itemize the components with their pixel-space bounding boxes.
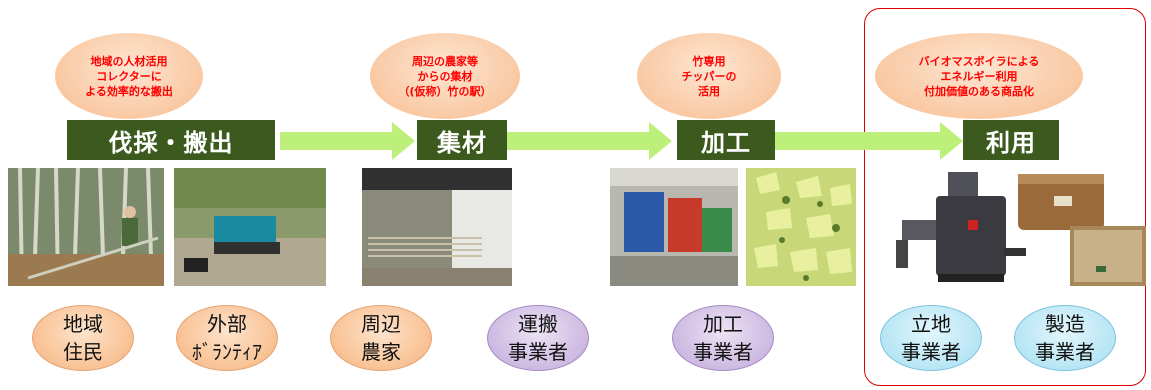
bubble-harvest-text: 地域の人材活用 コレクターに よる効率的な搬出 <box>85 54 173 98</box>
bubble-collect-text: 周辺の農家等 からの集材 （(仮称）竹の駅） <box>398 54 492 98</box>
bubble-process-note: 竹専用 チッパーの 活用 <box>637 33 781 119</box>
actor-site-operators: 立地 事業者 <box>880 305 982 371</box>
bubble-harvest-note: 地域の人材活用 コレクターに よる効率的な搬出 <box>55 33 203 119</box>
arrow-harvest-to-collect <box>280 122 415 160</box>
stage-use: 利用 <box>963 120 1059 160</box>
product-powder-photo <box>1070 226 1146 286</box>
actor-transport-operators: 運搬 事業者 <box>487 305 589 371</box>
actor-manufacturers: 製造 事業者 <box>1014 305 1116 371</box>
crawler-carrier-photo <box>174 168 326 286</box>
bubble-process-text: 竹専用 チッパーの 活用 <box>681 54 737 98</box>
arrow-collect-to-process <box>507 122 672 160</box>
chipper-machine-photo <box>610 168 738 286</box>
bamboo-chips-photo <box>746 168 856 286</box>
use-section-frame <box>864 8 1146 386</box>
actor-processing-operators: 加工 事業者 <box>672 305 774 371</box>
arrow-process-to-use <box>775 122 963 160</box>
actor-local-residents: 地域 住民 <box>32 305 134 371</box>
bubble-use-text: バイオマスボイラによる エネルギー利用 付加価値のある商品化 <box>918 54 1040 98</box>
stage-collect: 集材 <box>417 120 507 160</box>
biomass-boiler-photo <box>892 170 1028 288</box>
bamboo-collection-site-photo <box>362 168 512 286</box>
bubble-collect-note: 周辺の農家等 からの集材 （(仮称）竹の駅） <box>370 33 520 119</box>
actor-outside-volunteers: 外部 ﾎﾞﾗﾝﾃｨｱ <box>176 305 278 371</box>
stage-process: 加工 <box>677 120 775 160</box>
bamboo-forest-worker-photo <box>8 168 164 286</box>
product-bag-photo <box>1016 168 1106 234</box>
actor-nearby-farmers: 周辺 農家 <box>330 305 432 371</box>
stage-harvest: 伐採・搬出 <box>67 120 275 160</box>
bubble-use-note: バイオマスボイラによる エネルギー利用 付加価値のある商品化 <box>875 33 1083 119</box>
